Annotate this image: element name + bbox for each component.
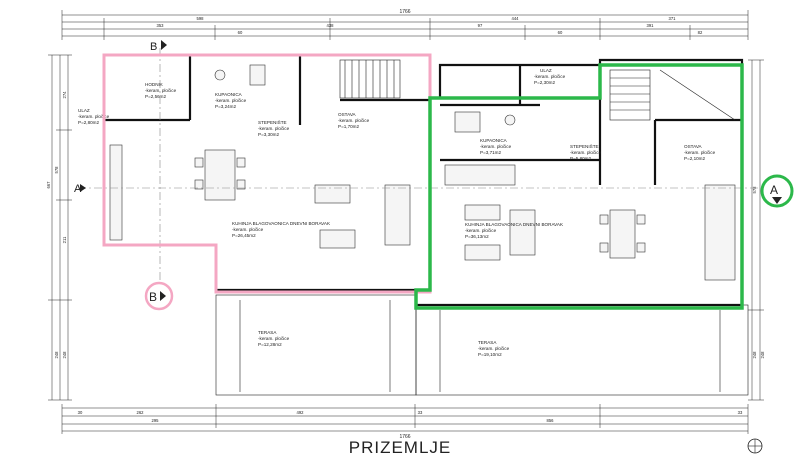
- north-arrow-icon: [747, 438, 763, 454]
- room-terasa-l-sub: -keram. pločice: [258, 336, 290, 341]
- section-line-b: B: [150, 40, 167, 290]
- room-kupaonica-l-name: KUPAONICA: [215, 92, 243, 97]
- staircases: [339, 59, 736, 121]
- room-ostava-r-area: P=2,10m2: [684, 156, 706, 161]
- room-kuhinja-r-name: KUHINJA BLAGOVAONICA DNEVNI BORAVAK: [465, 222, 564, 227]
- bottom-dim-4: 856: [547, 418, 555, 423]
- toilet-icon: [214, 69, 226, 81]
- room-terasa-l-area: P=12,28m2: [258, 342, 282, 347]
- furniture-left-unit: [109, 64, 411, 249]
- bottom-dimension-chains: 262 492 295 856 30 33 33 1766: [61, 404, 749, 440]
- left-unit-outline: [102, 53, 432, 294]
- section-a-left-label: A: [74, 183, 82, 195]
- bottom-dim-2: 492: [297, 410, 305, 415]
- bottom-dim-6: 33: [418, 410, 423, 415]
- room-ulaz-l-sub: -keram. pločice: [78, 114, 110, 119]
- top-total-dim: 1766: [399, 9, 410, 15]
- room-terasa-r-sub: -keram. pločice: [478, 346, 510, 351]
- room-stepeniste-r-name: STEPENIŠTE: [570, 143, 599, 149]
- bottom-dim-7: 33: [738, 410, 743, 415]
- bottom-total-dim: 1766: [399, 434, 410, 440]
- section-a-right-arrow: [772, 197, 782, 204]
- room-ulaz-l-name: ULAZ: [78, 108, 90, 113]
- top-dim-2: 444: [512, 16, 520, 21]
- top-dim-10: 82: [698, 30, 703, 35]
- left-dim-1: 667: [46, 181, 51, 189]
- room-hodnik-area: P=2,56m2: [145, 94, 167, 99]
- top-dim-4: 353: [157, 23, 165, 28]
- room-terasa-r-name: TERASA: [478, 340, 497, 345]
- room-ostava-r-sub: -keram. pločice: [684, 150, 716, 155]
- left-dim-5: 248: [62, 351, 67, 359]
- room-kuhinja-l-area: P=26,45m2: [232, 233, 256, 238]
- bottom-dim-5: 30: [78, 410, 83, 415]
- section-a-left-arrow: [80, 184, 86, 192]
- top-dim-5: 438: [327, 23, 335, 28]
- right-dim-3: 248: [760, 351, 765, 359]
- bottom-dim-1: 262: [137, 410, 145, 415]
- section-b-bottom-circle: [144, 281, 174, 311]
- right-dimension-chains: 578 248 248: [748, 59, 765, 401]
- room-hodnik-name: HODNIK: [145, 82, 164, 87]
- room-terasa-r-area: P=19,10m2: [478, 352, 502, 357]
- room-kuhinja-r-area: P=36,13m2: [465, 234, 489, 239]
- room-kupaonica-r-name: KUPAONICA: [480, 138, 508, 143]
- top-dim-3: 371: [669, 16, 677, 21]
- toilet-icon-right: [504, 114, 516, 126]
- room-kupaonica-r-sub: -keram. pločice: [480, 144, 512, 149]
- left-dim-3: 211: [62, 236, 67, 243]
- room-kuhinja-l-name: KUHINJA BLAGOVAONICA DNEVNI BORAVAK: [232, 221, 331, 226]
- right-unit-outline: [414, 63, 744, 310]
- furniture-right-unit: [444, 111, 736, 281]
- room-ostava-l-area: P=1,70m2: [338, 124, 360, 129]
- left-dim-6: 274: [62, 91, 67, 99]
- top-dim-7: 60: [238, 30, 243, 35]
- room-kupaonica-l-area: P=3,24m2: [215, 104, 237, 109]
- section-b-top-label: B: [150, 41, 157, 53]
- room-stepeniste-r-area: P=5,80m2: [570, 156, 592, 161]
- room-ulaz-r-sub: -keram. pločice: [534, 74, 566, 79]
- room-labels: HODNIK -keram. pločice P=2,56m2 KUPAONIC…: [78, 68, 716, 357]
- room-stepeniste-l-name: STEPENIŠTE: [258, 119, 287, 125]
- room-ulaz-l-area: P=2,80m2: [78, 120, 100, 125]
- section-b-bottom-label: B: [149, 290, 157, 304]
- right-dim-1: 578: [752, 186, 757, 194]
- room-hodnik-sub: -keram. pločice: [145, 88, 177, 93]
- room-stepeniste-l-sub: -keram. pločice: [258, 126, 290, 131]
- room-ostava-l-sub: -keram. pločice: [338, 118, 370, 123]
- terraces: [215, 294, 749, 396]
- room-ulaz-r-area: P=2,30m2: [534, 80, 556, 85]
- top-dim-9: 60: [558, 30, 563, 35]
- room-terasa-l-name: TERASA: [258, 330, 277, 335]
- room-stepeniste-l-area: P=3,30m2: [258, 132, 280, 137]
- section-a-right-label: A: [770, 183, 778, 197]
- left-dim-2: 578: [54, 166, 59, 174]
- left-dimension-chains: 667 578 211 248 248 274: [46, 54, 72, 401]
- room-ulaz-r-name: ULAZ: [540, 68, 552, 73]
- room-kupaonica-l-sub: -keram. pločice: [215, 98, 247, 103]
- top-dimension-chains: 1766 598 444 371 353 438 391 60 97 60 82: [61, 9, 749, 40]
- top-dim-1: 598: [197, 16, 205, 21]
- room-ostava-l-name: OSTAVA: [338, 112, 357, 117]
- left-dim-4: 248: [54, 351, 59, 359]
- plan-caption: PRIZEMLJE: [348, 438, 452, 457]
- room-kupaonica-r-area: P=3,71m2: [480, 150, 502, 155]
- room-ostava-r-name: OSTAVA: [684, 144, 703, 149]
- section-a-right-circle: [760, 174, 794, 208]
- room-kuhinja-r-sub: -keram. pločice: [465, 228, 497, 233]
- top-dim-8: 97: [478, 23, 483, 28]
- bottom-dim-3: 295: [152, 418, 160, 423]
- section-line-a: A: [74, 183, 768, 195]
- room-kuhinja-l-sub: -keram. pločice: [232, 227, 264, 232]
- room-stepeniste-r-sub: -keram. pločice: [570, 150, 602, 155]
- section-b-bottom-arrow: [160, 291, 166, 301]
- top-dim-6: 391: [647, 23, 655, 28]
- right-dim-2: 248: [752, 351, 757, 359]
- section-b-top-arrow: [161, 40, 167, 50]
